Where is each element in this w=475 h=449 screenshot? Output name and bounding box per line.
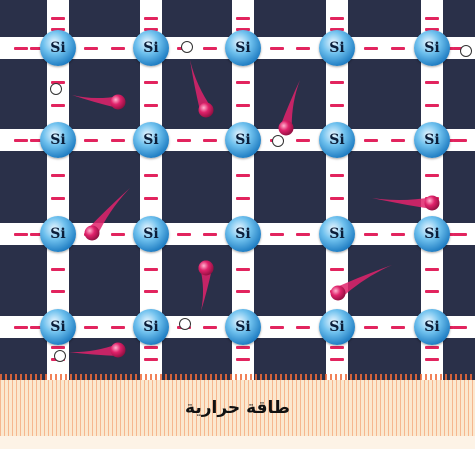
heat-label: طاقة حرارية — [0, 398, 475, 418]
hole — [50, 83, 62, 95]
free-electron — [279, 80, 301, 136]
free-electron — [372, 196, 440, 211]
hole — [54, 350, 66, 362]
free-electron — [190, 60, 214, 118]
free-electrons-layer — [0, 0, 475, 380]
free-electron — [199, 261, 214, 312]
free-electron — [68, 343, 126, 358]
free-electron — [72, 95, 126, 110]
hole — [272, 135, 284, 147]
free-electron — [331, 265, 393, 301]
hole — [179, 318, 191, 330]
hole — [181, 41, 193, 53]
free-electron — [85, 188, 131, 241]
bottom-strip — [0, 436, 475, 449]
hole — [460, 45, 472, 57]
